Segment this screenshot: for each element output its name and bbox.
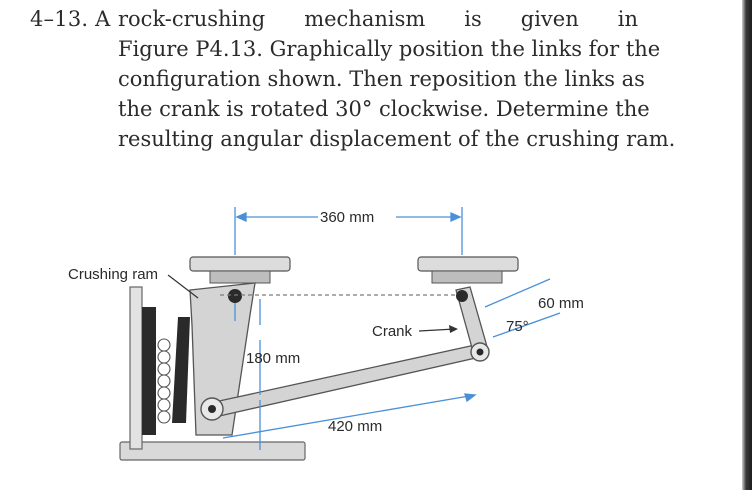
fixed-jaw	[142, 307, 156, 435]
mechanism-diagram: 360 mm Crushing ram 180 mm Crank 60 mm 7…	[68, 207, 584, 461]
left-mount-block	[209, 270, 271, 284]
problem-line-2: Figure P4.13. Graphically position the l…	[118, 37, 661, 61]
problem-number: 4–13. A	[30, 7, 111, 31]
left-mount-plate	[189, 256, 291, 272]
dimension-lines	[220, 207, 561, 450]
crushing-ram-label: Crushing ram	[68, 266, 158, 283]
figure-p4-13: 360 mm Crushing ram 180 mm Crank 60 mm 7…	[60, 195, 660, 489]
crank-joint-pin	[476, 348, 484, 356]
horizontal-distance-label: 360 mm	[320, 209, 374, 226]
base-plate	[119, 441, 306, 461]
vertical-distance-label: 180 mm	[246, 350, 300, 367]
crank-length-label: 60 mm	[538, 295, 584, 312]
problem-text: rock-crushing mechanism is given in Figu…	[118, 4, 676, 154]
moving-jaw	[172, 317, 190, 423]
problem-line-1: rock-crushing mechanism is given in	[118, 7, 638, 31]
crank-pivot	[456, 290, 468, 302]
ram-pivot	[228, 289, 242, 303]
crank-angle-label: 75°	[506, 318, 529, 335]
problem-line-4: the crank is rotated 30° clockwise. Dete…	[118, 97, 650, 121]
connector-length-label: 420 mm	[328, 418, 382, 435]
crank-leader	[418, 328, 456, 332]
right-mount-block	[431, 270, 503, 284]
problem-line-5: resulting angular displacement of the cr…	[118, 127, 676, 151]
frame-wall	[129, 286, 143, 450]
problem-line-3: configuration shown. Then reposition the…	[118, 67, 645, 91]
crank-leader-arrow	[449, 325, 458, 333]
rocks	[157, 338, 171, 424]
crushing-ram-leader	[167, 274, 199, 299]
crushing-ram-body	[189, 282, 256, 436]
screen-edge	[742, 0, 752, 490]
crank-label: Crank	[372, 323, 413, 340]
ram-joint-pin	[208, 405, 216, 413]
right-mount-plate	[417, 256, 519, 272]
